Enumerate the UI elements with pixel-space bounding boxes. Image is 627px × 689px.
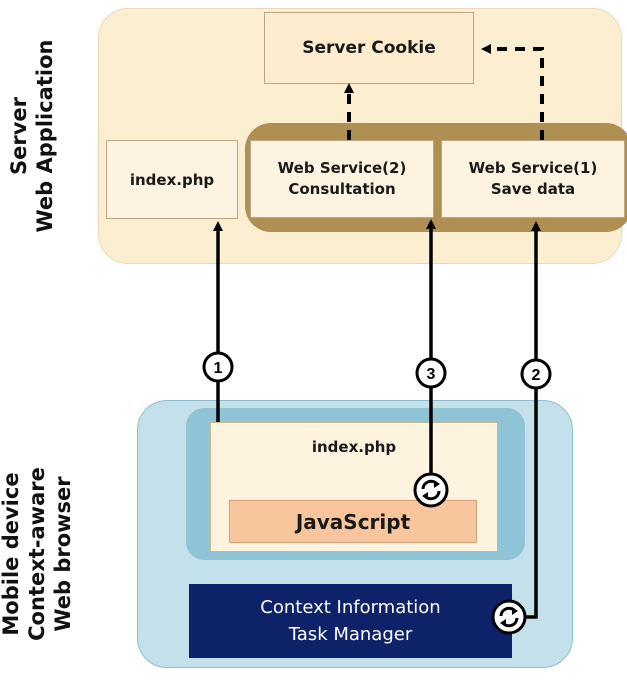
refresh-icon	[491, 599, 527, 635]
web-service-1-title: Web Service(1)	[468, 159, 598, 177]
server-cookie-label: Server Cookie	[302, 38, 436, 58]
web-service-2-box: Web Service(2) Consultation	[250, 140, 434, 218]
step-3-number: 3	[427, 366, 436, 383]
web-service-1-subtitle: Save data	[490, 180, 576, 198]
javascript-label: JavaScript	[295, 509, 411, 534]
server-index-php-box: index.php	[106, 140, 238, 219]
javascript-box: JavaScript	[229, 500, 477, 543]
client-index-php-label: index.php	[311, 438, 397, 456]
context-manager-line-2: Task Manager	[288, 624, 413, 645]
refresh-icon	[413, 472, 449, 508]
step-2-marker: 2	[520, 358, 552, 390]
web-service-1-box: Web Service(1) Save data	[441, 140, 625, 218]
server-cookie-box: Server Cookie	[264, 12, 474, 84]
web-service-2-subtitle: Consultation	[288, 180, 396, 198]
step-1-number: 1	[214, 360, 223, 377]
arrow-2-save-data	[522, 221, 541, 619]
context-information-task-manager-box: Context Information Task Manager	[189, 584, 512, 658]
step-3-marker: 3	[415, 357, 447, 389]
step-2-number: 2	[532, 367, 541, 384]
context-manager-line-1: Context Information	[260, 597, 441, 618]
server-index-php-label: index.php	[129, 170, 215, 189]
step-1-marker: 1	[202, 351, 234, 383]
dashed-arrow-ws1-to-cookie	[481, 44, 544, 140]
web-service-2-title: Web Service(2)	[277, 159, 407, 177]
